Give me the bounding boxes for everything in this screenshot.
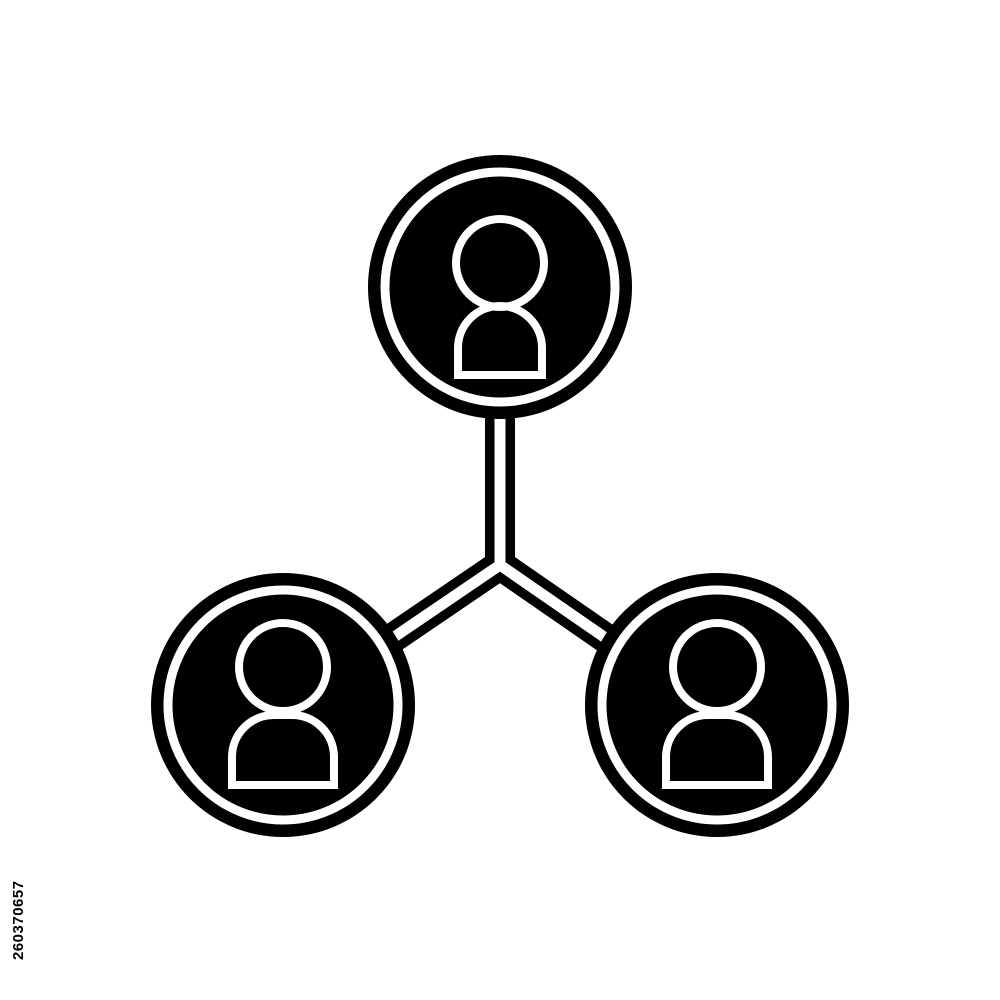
person-icon <box>662 619 772 789</box>
person-icon <box>452 215 548 379</box>
user-node-top <box>368 155 632 419</box>
user-node-right <box>585 573 849 837</box>
user-node-left <box>151 573 415 837</box>
connector-lines <box>369 405 629 661</box>
stock-image-id: 260370657 <box>10 880 27 960</box>
person-icon <box>228 619 338 789</box>
